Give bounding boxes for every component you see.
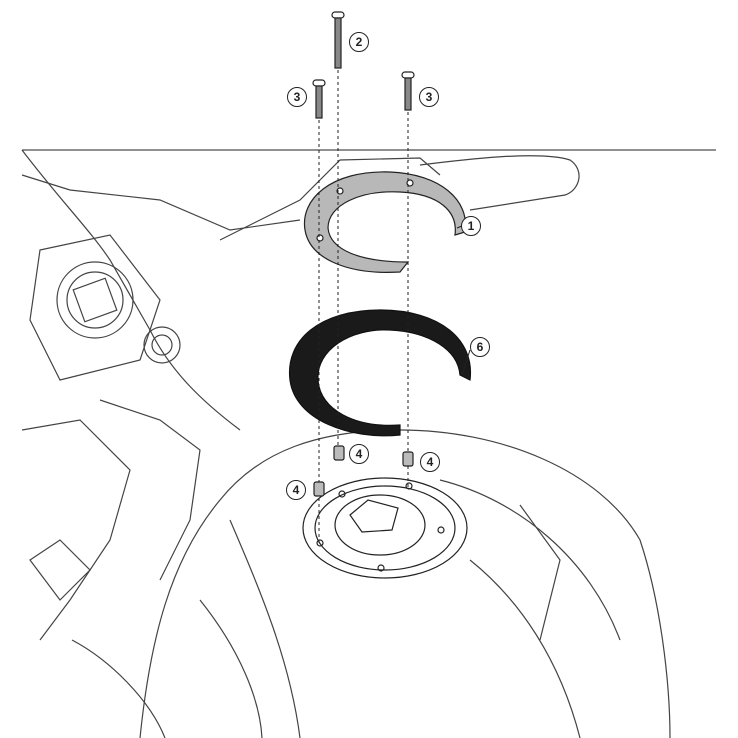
callout-1: 1	[461, 216, 481, 236]
callout-6: 6	[470, 337, 490, 357]
gasket-ring	[288, 309, 472, 437]
callout-3-left: 3	[287, 87, 307, 107]
tank-lock-flange	[303, 171, 467, 273]
assembly-guide-lines	[318, 70, 409, 545]
motorcycle-outline	[21, 149, 671, 738]
callout-2: 2	[349, 32, 369, 52]
screws	[312, 11, 415, 119]
callout-4-left: 4	[286, 480, 306, 500]
callout-4-right: 4	[420, 452, 440, 472]
callout-3-right: 3	[419, 87, 439, 107]
filler-cap	[302, 477, 468, 579]
spacers	[313, 445, 414, 497]
callout-4-center: 4	[349, 444, 369, 464]
